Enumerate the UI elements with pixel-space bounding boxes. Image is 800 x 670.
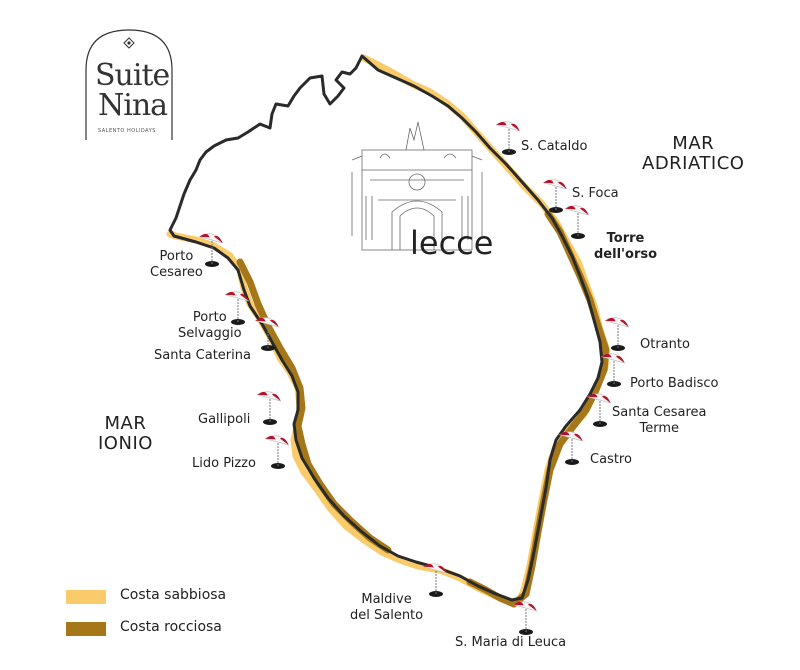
city-label-lecce: lecce <box>410 224 494 262</box>
beach-umbrella-icon <box>198 233 224 267</box>
legend-label-rocky: Costa rocciosa <box>120 619 222 635</box>
sea-label-adriatic: MAR ADRIATICO <box>642 134 744 174</box>
place-lido-pizzo: Lido Pizzo <box>192 456 256 471</box>
beach-umbrella-icon <box>512 601 538 635</box>
place-torre-orso: Torre dell'orso <box>594 231 657 263</box>
beach-umbrella-icon <box>422 563 448 597</box>
place-porto-selvaggio-line1: Porto <box>192 310 227 325</box>
brand-name-line1: Suite <box>95 58 170 93</box>
lecce-cathedral-sketch <box>351 121 483 251</box>
place-porto-cesareo: Porto Cesareo <box>150 249 203 281</box>
legend-swatch-sandy <box>66 590 106 604</box>
beach-umbrella-icon <box>264 435 290 469</box>
place-leuca: S. Maria di Leuca <box>455 635 567 650</box>
place-porto-cesareo-line2: Cesareo <box>150 265 203 280</box>
place-torre-orso-line2: dell'orso <box>594 247 658 262</box>
peninsula-outline <box>168 54 604 602</box>
place-porto-cesareo-line1: Porto <box>159 249 194 264</box>
legend-label-sandy: Costa sabbiosa <box>120 587 227 603</box>
place-gallipoli: Gallipoli <box>198 412 251 427</box>
beach-umbrella-icon <box>564 205 590 239</box>
beach-umbrella-icon <box>256 391 282 425</box>
place-maldive-line1: Maldive <box>361 592 412 607</box>
place-santa-cesarea-line1: Santa Cesarea <box>612 405 707 420</box>
place-maldive-line2: del Salento <box>350 608 424 623</box>
beach-umbrella-icon <box>542 179 568 213</box>
legend-swatch-rocky <box>66 622 106 636</box>
place-castro: Castro <box>590 452 632 467</box>
beach-umbrella-icon <box>495 121 521 155</box>
place-torre-orso-line1: Torre <box>606 231 645 246</box>
sea-label-adriatic-line2: ADRIATICO <box>642 153 745 174</box>
place-santa-caterina: Santa Caterina <box>154 348 251 363</box>
sea-label-ionian-line2: IONIO <box>98 433 153 454</box>
beach-umbrella-icon <box>586 393 612 427</box>
place-porto-selvaggio: Porto Selvaggio <box>178 310 242 342</box>
beach-umbrella-icon <box>254 317 280 351</box>
beach-umbrella-icon <box>558 431 584 465</box>
place-otranto: Otranto <box>640 337 690 352</box>
place-santa-cesarea-line2: Terme <box>639 421 679 436</box>
place-porto-badisco: Porto Badisco <box>630 376 719 391</box>
brand-name-line2: Nina <box>98 88 168 123</box>
place-santa-cesarea: Santa Cesarea Terme <box>612 405 707 437</box>
sea-label-ionian-line1: MAR <box>104 413 147 434</box>
place-maldive: Maldive del Salento <box>350 592 423 624</box>
sea-label-ionian: MAR IONIO <box>98 414 153 454</box>
brand-logo <box>85 29 173 140</box>
place-s-foca: S. Foca <box>572 186 619 201</box>
beach-umbrella-icon <box>600 353 626 387</box>
sea-label-adriatic-line1: MAR <box>672 133 715 154</box>
place-porto-selvaggio-line2: Selvaggio <box>178 326 242 341</box>
beach-umbrella-icon <box>224 291 250 325</box>
beach-umbrella-icon <box>604 317 630 351</box>
place-s-cataldo: S. Cataldo <box>521 139 588 154</box>
brand-tagline: SALENTO HOLIDAYS <box>98 128 156 134</box>
